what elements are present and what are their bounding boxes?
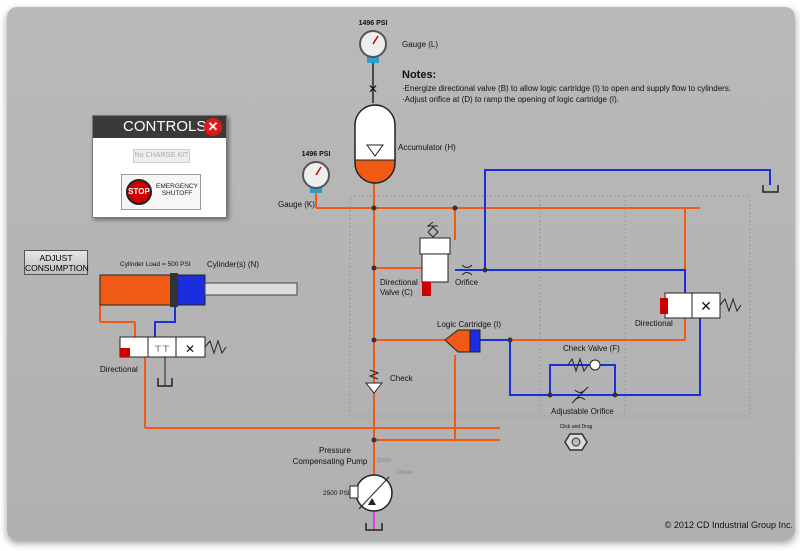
tank-icon — [762, 185, 779, 193]
click-drag-hint: Click and Drag — [560, 424, 593, 430]
adjustable-orifice[interactable]: Adjustable Orifice Click and Drag — [551, 386, 614, 451]
orifice-label: Orifice — [455, 278, 479, 287]
pump-dmin: Dmin — [377, 458, 391, 464]
subcircuit-outlines — [349, 195, 751, 417]
cylinder-load: Cylinder Load = 500 PSI — [120, 261, 191, 268]
check-valve-f[interactable]: Check Valve (F) — [563, 344, 620, 373]
gauge-l-label: Gauge (L) — [402, 40, 438, 49]
needle-valve-icon: ✕ — [368, 82, 378, 96]
gauge-k-label: Gauge (K) — [278, 200, 315, 209]
accumulator-label: Accumulator (H) — [398, 143, 456, 152]
check-valve-f-label: Check Valve (F) — [563, 344, 620, 353]
return-lines — [154, 169, 771, 396]
adjustable-orifice-label: Adjustable Orifice — [551, 407, 614, 416]
adjust-label: ADJUST — [39, 253, 73, 263]
notes-line: ·Adjust orifice at (D) to ramp the openi… — [402, 95, 619, 104]
shutoff-label: SHUTOFF — [161, 190, 193, 197]
junction-dots — [371, 205, 618, 443]
pump-label: Pressure — [319, 446, 352, 455]
copyright: © 2012 CD Industrial Group Inc. — [665, 520, 793, 530]
directional-valve-c-label-2: Valve (C) — [380, 288, 413, 297]
gauge-l: 1496 PSI Gauge (L) ✕ — [359, 20, 438, 103]
consumption-label: CONSUMPTION — [25, 263, 89, 273]
check-valve: Check — [364, 369, 414, 394]
svg-text:✕: ✕ — [700, 298, 712, 314]
controls-title: CONTROLS — [123, 118, 207, 135]
notes-line: ·Energize directional valve (B) to allow… — [402, 84, 731, 93]
left-directional-label: Directional — [100, 365, 138, 374]
logic-cartridge-label: Logic Cartridge (I) — [437, 320, 501, 329]
no-charge-kit-button[interactable]: No CHARGE KIT — [133, 149, 190, 163]
stop-icon: STOP — [126, 179, 152, 205]
gauge-l-reading: 1496 PSI — [359, 20, 388, 27]
gauge-k: 1496 PSI Gauge (K) — [278, 151, 330, 209]
cylinder-label: Cylinder(s) (N) — [207, 260, 259, 269]
svg-text:⊤⊤: ⊤⊤ — [154, 344, 170, 354]
pump-setting: 2500 PSI — [323, 490, 350, 497]
svg-text:✕: ✕ — [185, 342, 195, 356]
left-directional-valve[interactable]: ⊤⊤ ✕ Directional — [100, 336, 227, 387]
right-directional-label: Directional — [635, 319, 673, 328]
emergency-label: EMERGENCY — [156, 183, 198, 190]
circuit-panel — [7, 7, 795, 540]
check-label: Check — [390, 374, 414, 383]
close-icon[interactable]: ✕ — [204, 118, 222, 136]
directional-valve-c-label: Directional — [380, 278, 418, 287]
pressure-lines — [99, 183, 700, 475]
gauge-k-reading: 1496 PSI — [302, 151, 331, 158]
accumulator[interactable]: Accumulator (H) — [354, 104, 456, 190]
pump-label-2: Compensating Pump — [293, 457, 368, 466]
logic-cartridge[interactable]: Logic Cartridge (I) — [437, 320, 501, 353]
notes-title: Notes: — [402, 69, 436, 81]
pressure-compensating-pump[interactable]: Pressure Compensating Pump Dmin Dmax 250… — [293, 446, 413, 531]
directional-valve-c[interactable]: Directional Valve (C) Orifice — [380, 221, 479, 297]
cylinder[interactable]: Cylinder Load = 500 PSI Cylinder(s) (N) — [99, 260, 298, 307]
pump-dmax: Dmax — [397, 470, 413, 476]
right-directional-valve[interactable]: ✕ Directional — [635, 292, 742, 328]
